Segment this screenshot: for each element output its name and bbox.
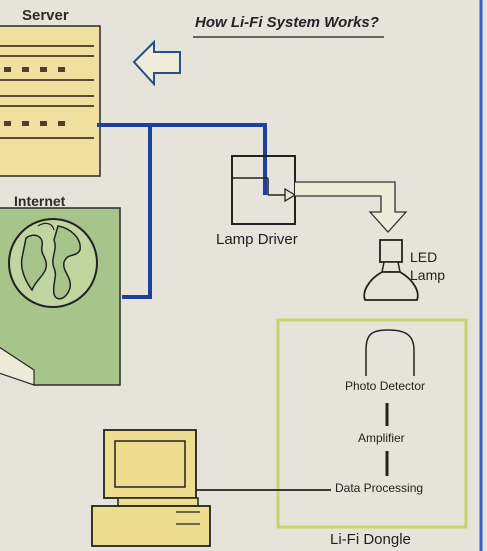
lamp-connector-arrow xyxy=(295,181,408,233)
computer-icon xyxy=(91,429,211,547)
led-label: LED xyxy=(410,249,438,265)
globe-icon xyxy=(8,218,98,308)
lamp-label: Lamp xyxy=(410,267,446,283)
led-lamp-icon xyxy=(363,239,419,301)
server-label: Server xyxy=(22,7,69,24)
diagram-title: How Li-Fi System Works? xyxy=(195,14,379,31)
left-arrow-icon xyxy=(132,39,181,87)
lamp-driver-label: Lamp Driver xyxy=(216,231,298,248)
dongle-label: Li-Fi Dongle xyxy=(330,531,411,548)
server-icon xyxy=(0,25,101,177)
data-processing-label: Data Processing xyxy=(335,481,424,495)
photo-detector-label: Photo Detector xyxy=(345,379,426,393)
dongle-frame xyxy=(276,318,468,529)
internet-label: Internet xyxy=(14,193,66,209)
photo-detector-icon xyxy=(365,329,415,376)
amplifier-label: Amplifier xyxy=(358,431,405,445)
blue-connection-line xyxy=(97,123,267,299)
